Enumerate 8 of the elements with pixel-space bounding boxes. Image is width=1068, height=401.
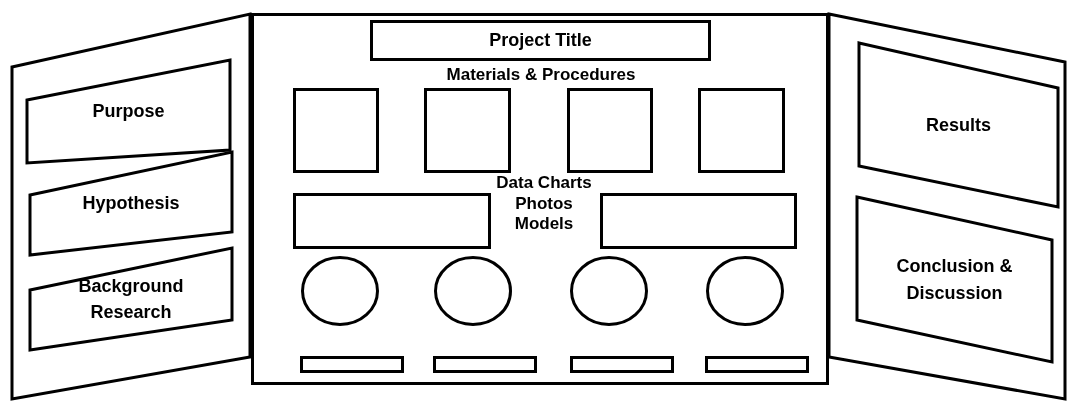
panel-heading: Conclusion & Discussion: [895, 255, 1014, 305]
panel-heading: Results: [926, 113, 991, 137]
panel-heading: Hypothesis: [82, 192, 180, 216]
panel-heading: Project Title: [489, 29, 592, 52]
section-heading: Data Charts Photos Models: [495, 173, 593, 236]
section-heading: Materials & Procedures: [445, 64, 637, 86]
panel-heading: Purpose: [92, 100, 165, 124]
panel-heading: Background Research: [77, 274, 185, 324]
